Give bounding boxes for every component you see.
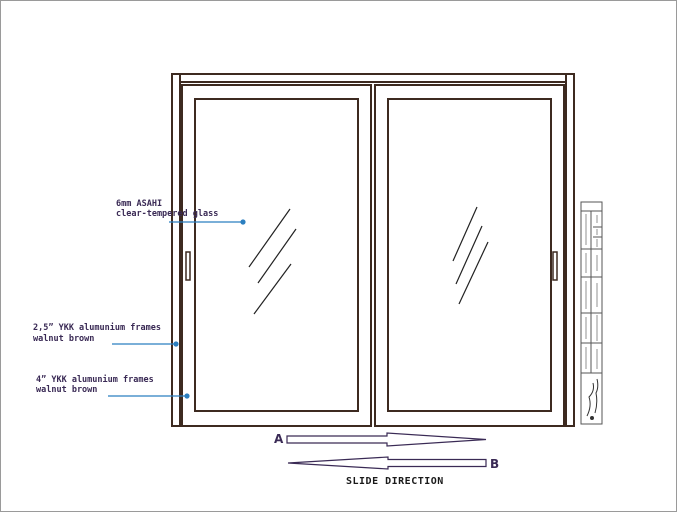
right-panel <box>374 84 565 427</box>
right-glass-reflection <box>452 206 489 305</box>
glass-note-line1: 6mm ASAHI <box>116 199 163 209</box>
title-block-text-marks <box>585 214 598 369</box>
frame-4-note: 4” YKK alumunium frames walnut brown <box>36 375 154 395</box>
glass-note: 6mm ASAHI clear-tempered glass <box>116 199 218 219</box>
brand-logo <box>586 378 599 420</box>
left-handle <box>185 251 191 281</box>
frame-head <box>171 73 575 83</box>
frame-4-note-line2: walnut brown <box>36 385 98 395</box>
arrow-label-b: B <box>490 457 500 471</box>
left-glass-reflection <box>248 208 297 315</box>
frame-4-note-line1: 4” YKK alumunium frames <box>36 375 154 385</box>
arrow-a-to-b <box>286 432 487 447</box>
arrow-label-a: A <box>274 432 284 446</box>
leader-frame-25 <box>112 341 179 347</box>
frame-25-note: 2,5” YKK alumunium frames walnut brown <box>33 323 161 344</box>
glass-note-line2: clear-tempered glass <box>116 209 219 219</box>
frame-25-note-line1: 2,5” YKK alumunium frames <box>33 323 161 333</box>
arrow-b-to-a <box>287 456 487 470</box>
leader-glass <box>169 219 246 225</box>
left-panel <box>181 84 372 427</box>
slide-direction-caption: SLIDE DIRECTION <box>346 476 444 487</box>
left-glass-pane <box>194 98 359 412</box>
left-jamb <box>171 73 181 427</box>
right-handle <box>552 251 558 281</box>
frame-25-note-line2: walnut brown <box>33 334 95 344</box>
right-jamb <box>565 73 575 427</box>
leader-frame-4 <box>108 393 190 399</box>
title-block <box>580 201 603 425</box>
